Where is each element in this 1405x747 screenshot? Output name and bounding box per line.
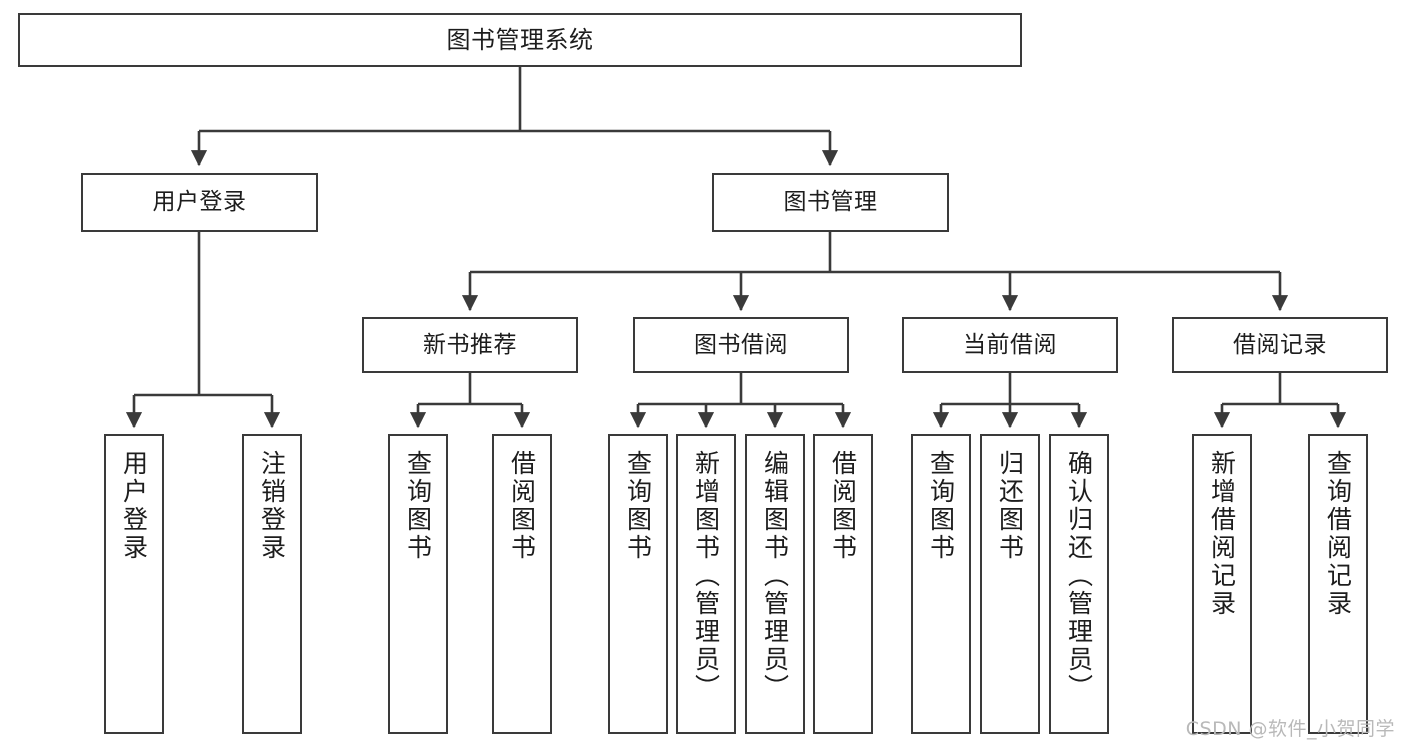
node-label: 新书推荐 xyxy=(423,331,517,358)
node-label: 新增借阅记录 xyxy=(1207,450,1237,618)
node-new-book-recommend[interactable]: 新书推荐 xyxy=(362,317,578,373)
node-label: 图书管理系统 xyxy=(446,26,594,54)
node-root-book-management-system[interactable]: 图书管理系统 xyxy=(18,13,1022,67)
node-label: 查询图书 xyxy=(623,450,653,562)
node-label: 归还图书 xyxy=(995,450,1025,562)
node-borrow-record[interactable]: 借阅记录 xyxy=(1172,317,1388,373)
leaf-add-book-admin[interactable]: 新增图书（管理员） xyxy=(676,434,736,734)
node-label: 借阅图书 xyxy=(507,450,537,562)
node-label: 确认归还（管理员） xyxy=(1064,450,1094,702)
node-label: 借阅记录 xyxy=(1233,331,1327,358)
node-user-login[interactable]: 用户登录 xyxy=(81,173,318,232)
leaf-query-borrow-record[interactable]: 查询借阅记录 xyxy=(1308,434,1368,734)
node-label: 查询借阅记录 xyxy=(1323,450,1353,618)
leaf-logout-login[interactable]: 注销登录 xyxy=(242,434,302,734)
leaf-borrow-book[interactable]: 借阅图书 xyxy=(813,434,873,734)
leaf-add-borrow-record[interactable]: 新增借阅记录 xyxy=(1192,434,1252,734)
leaf-query-book-newbook[interactable]: 查询图书 xyxy=(388,434,448,734)
node-book-management[interactable]: 图书管理 xyxy=(712,173,949,232)
leaf-edit-book-admin[interactable]: 编辑图书（管理员） xyxy=(745,434,805,734)
leaf-confirm-return-admin[interactable]: 确认归还（管理员） xyxy=(1049,434,1109,734)
leaf-return-book[interactable]: 归还图书 xyxy=(980,434,1040,734)
node-label: 图书借阅 xyxy=(694,331,788,358)
leaf-borrow-book-newbook[interactable]: 借阅图书 xyxy=(492,434,552,734)
node-label: 用户登录 xyxy=(119,450,149,562)
leaf-query-book-current[interactable]: 查询图书 xyxy=(911,434,971,734)
node-label: 查询图书 xyxy=(403,450,433,562)
node-label: 新增图书（管理员） xyxy=(691,450,721,702)
node-label: 用户登录 xyxy=(152,189,247,215)
node-label: 查询图书 xyxy=(926,450,956,562)
node-label: 编辑图书（管理员） xyxy=(760,450,790,702)
leaf-query-book-borrow[interactable]: 查询图书 xyxy=(608,434,668,734)
node-current-borrow[interactable]: 当前借阅 xyxy=(902,317,1118,373)
node-label: 借阅图书 xyxy=(828,450,858,562)
node-book-borrow[interactable]: 图书借阅 xyxy=(633,317,849,373)
node-label: 注销登录 xyxy=(257,450,287,562)
csdn-watermark: CSDN @软件_小贺同学 xyxy=(1185,718,1395,740)
node-label: 图书管理 xyxy=(783,189,878,215)
node-label: 当前借阅 xyxy=(963,331,1057,358)
leaf-user-login[interactable]: 用户登录 xyxy=(104,434,164,734)
